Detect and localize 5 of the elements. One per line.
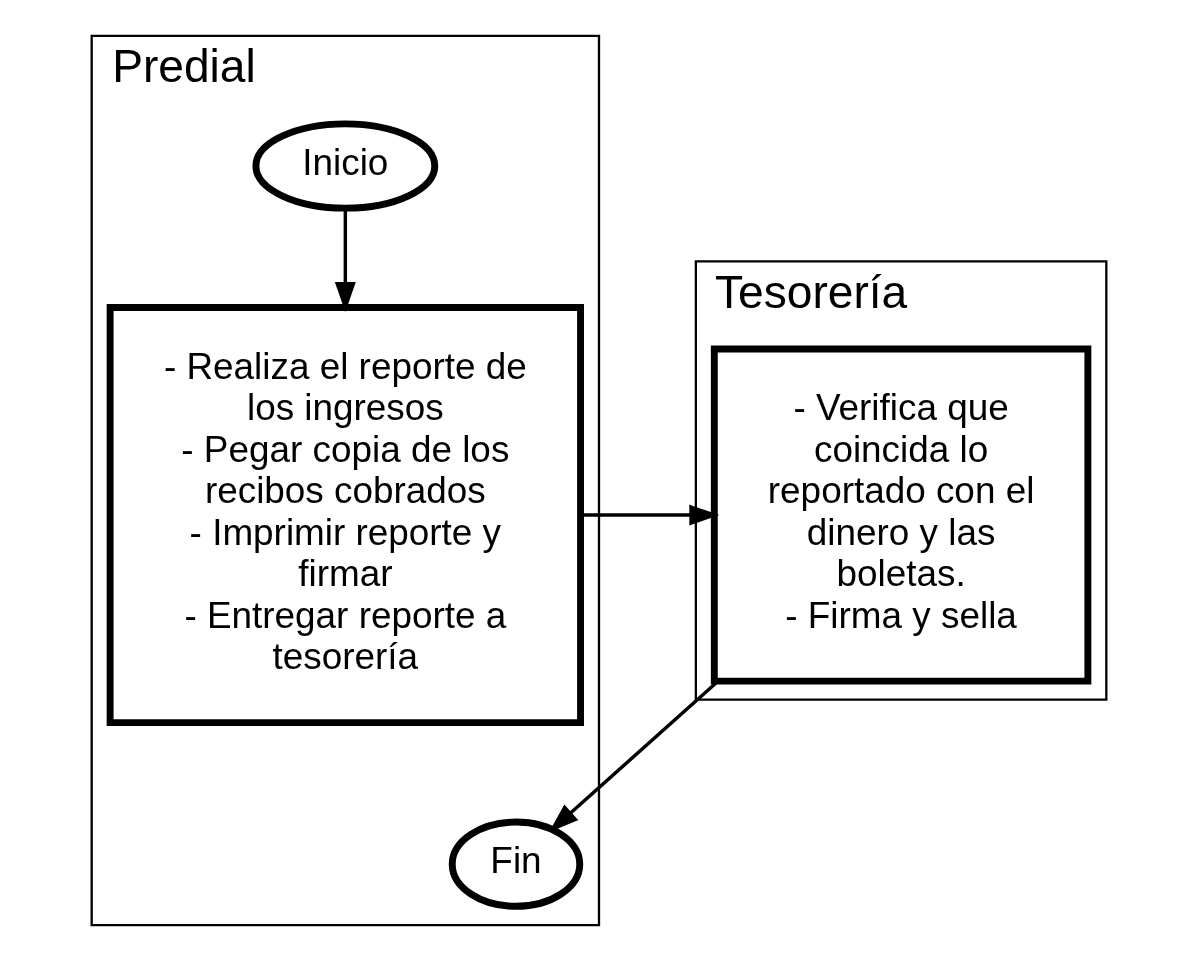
arrow [334, 208, 356, 312]
node-box: - Verifica que coincida lo reportado con el dinero y las boletas. - Firma y sella [710, 345, 1092, 685]
node-ellipse: Inicio [252, 120, 439, 212]
node-ellipse: Fin [448, 818, 584, 910]
node-box: - Realiza el reporte de los ingresos - Pegar copia de los recibos cobrados - Imprimir reporte y firmar - Entregar reporte a tesorería [106, 304, 584, 727]
